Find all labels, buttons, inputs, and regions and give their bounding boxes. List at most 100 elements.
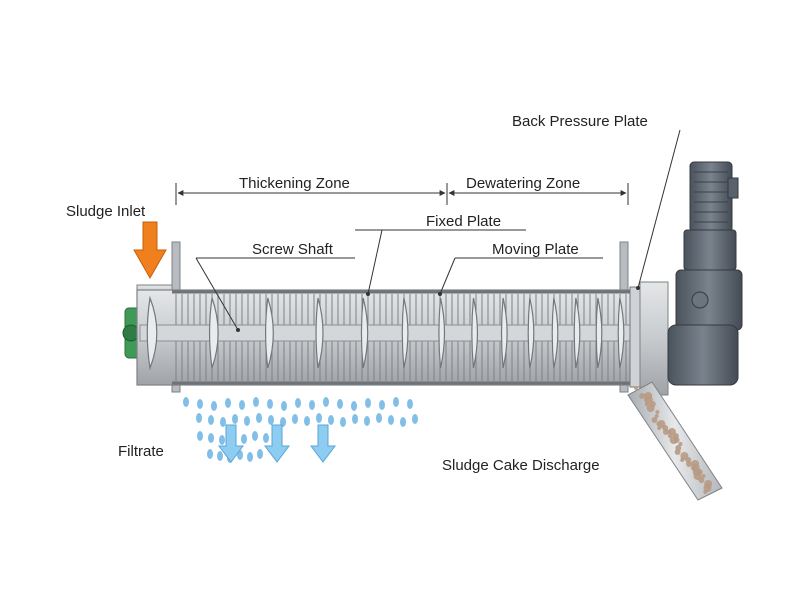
screw-flights [146, 295, 625, 371]
filtrate-drop [252, 431, 258, 441]
filtrate-drop [407, 399, 413, 409]
filtrate-drop [412, 414, 418, 424]
sludge-inlet-label: Sludge Inlet [66, 203, 146, 220]
filtrate-arrows [218, 424, 336, 463]
moving-plate-label: Moving Plate [492, 241, 579, 258]
filtrate-drop [208, 433, 214, 443]
gear-motor [667, 161, 743, 386]
filtrate-drop [239, 400, 245, 410]
screw-flight [617, 297, 625, 369]
screw-flight [471, 297, 479, 369]
cake-particle [685, 457, 692, 463]
cake-particle [672, 433, 679, 439]
cake-particle [667, 430, 672, 434]
screw-flight [595, 297, 603, 369]
filtrate-drop [217, 451, 223, 461]
cake-particle [654, 414, 659, 418]
plate-rails [172, 290, 640, 385]
sludge-inlet-arrow [133, 221, 167, 280]
filtrate-drop [309, 400, 315, 410]
filtrate-drop [253, 397, 259, 407]
filtrate-drop [351, 401, 357, 411]
screw-flight [551, 297, 559, 369]
filtrate-drop [304, 416, 310, 426]
fixed-plate-label: Fixed Plate [426, 213, 501, 230]
filtrate-drop [337, 399, 343, 409]
filtrate-drop [388, 415, 394, 425]
cake-particle [649, 401, 656, 407]
filtrate-drop [393, 397, 399, 407]
cake-particle [701, 474, 706, 478]
cake-particle [703, 484, 712, 492]
filtrate-drop [323, 397, 329, 407]
filtrate-drop [379, 400, 385, 410]
filtrate-drop [352, 414, 358, 424]
discharge-chute [627, 381, 723, 501]
filtrate-drop [244, 416, 250, 426]
filtrate-drop [267, 399, 273, 409]
dewatering-zone-label: Dewatering Zone [466, 175, 580, 192]
filtrate-drop [365, 398, 371, 408]
screw-flight [208, 297, 219, 369]
filtrate-drop [400, 417, 406, 427]
filtrate-drop [207, 449, 213, 459]
filtrate-drop [211, 401, 217, 411]
leader-lines [195, 129, 681, 331]
filtrate-drop [316, 413, 322, 423]
filtrate-drop [183, 397, 189, 407]
filtrate-arrow-icon [264, 424, 290, 463]
end-housing [639, 281, 669, 396]
cake-particle [644, 392, 653, 400]
cake-particle [656, 422, 661, 426]
screw-flight [401, 297, 409, 369]
filtrate-drop [196, 413, 202, 423]
filtrate-droplets [183, 397, 418, 463]
filtrate-drop [256, 413, 262, 423]
screw-flight [360, 297, 369, 369]
cake-particle [655, 410, 660, 414]
cake-particle [692, 468, 701, 476]
filtrate-drop [247, 452, 253, 462]
filtrate-drop [197, 431, 203, 441]
filtrate-drop [263, 433, 269, 443]
cake-particle [651, 417, 658, 423]
screw-flight [573, 297, 581, 369]
screw-flight [265, 297, 274, 369]
sludge-cake-discharge-label: Sludge Cake Discharge [442, 457, 600, 474]
cake-particle [662, 425, 669, 431]
screw-flight [315, 297, 324, 369]
cake-particle [678, 442, 683, 446]
filtrate-arrow-icon [310, 424, 336, 463]
back-pressure-plate-label: Back Pressure Plate [512, 113, 648, 130]
filtrate-drop [328, 415, 334, 425]
filtrate-drop [232, 414, 238, 424]
sludge-cake [634, 386, 713, 494]
filtrate-drop [257, 449, 263, 459]
cake-particle [674, 449, 681, 455]
filtrate-drop [197, 399, 203, 409]
filtrate-drop [281, 401, 287, 411]
filtrate-drop [340, 417, 346, 427]
filtrate-arrow-icon [218, 424, 244, 463]
screw-flight [527, 297, 535, 369]
screw-flight [500, 297, 508, 369]
filtrate-drop [376, 413, 382, 423]
filtrate-drop [208, 415, 214, 425]
filtrate-drop [241, 434, 247, 444]
filtrate-label: Filtrate [118, 443, 164, 460]
filtrate-drop [225, 398, 231, 408]
filtrate-drop [295, 398, 301, 408]
filtrate-drop [268, 415, 274, 425]
screw-flight [146, 295, 158, 371]
screw-flight [438, 297, 446, 369]
screw-shaft-label: Screw Shaft [252, 241, 334, 258]
leader-dots [236, 286, 640, 332]
cake-particle [691, 460, 700, 468]
thickening-zone-label: Thickening Zone [239, 175, 350, 192]
zone-dimension-lines [175, 183, 629, 205]
filtrate-drop [220, 417, 226, 427]
filtrate-drop [364, 416, 370, 426]
filtrate-drop [219, 435, 225, 445]
cake-particle [634, 386, 638, 390]
